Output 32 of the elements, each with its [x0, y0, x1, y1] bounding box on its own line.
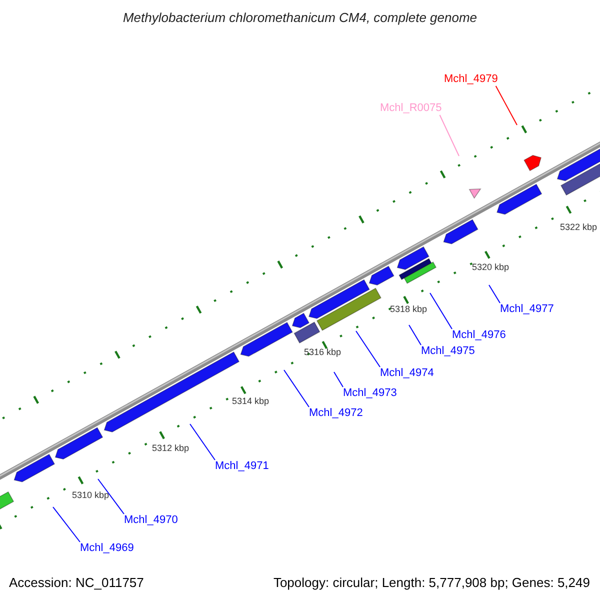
leader-line: [284, 370, 310, 408]
leader-line: [190, 424, 216, 460]
scale-label: 5310 kbp: [72, 489, 110, 502]
gene-label: Mchl_4973: [343, 387, 397, 399]
gene-label: Mchl_4977: [500, 303, 554, 315]
leader-line: [52, 506, 80, 542]
leader-line: [439, 114, 460, 156]
gene-label: Mchl_4970: [124, 514, 178, 526]
scale-label: 5322 kbp: [560, 221, 598, 234]
scale-label: 5318 kbp: [390, 303, 428, 316]
scale-label: 5316 kbp: [304, 346, 342, 359]
gene-label: Mchl_4975: [421, 345, 475, 357]
gene-label: Mchl_4976: [452, 329, 506, 341]
leader-line: [430, 292, 452, 330]
scale-label: 5312 kbp: [152, 442, 190, 455]
gene-label: Mchl_4974: [380, 367, 434, 379]
gene-label: Mchl_4979: [444, 73, 498, 85]
gene-label: Mchl_4972: [309, 407, 363, 419]
leader-line: [488, 284, 500, 304]
diagram-title: Methylobacterium chloromethanicum CM4, complete genome: [122, 9, 478, 27]
scale-label: 5314 kbp: [232, 395, 270, 408]
leader-line: [356, 330, 380, 368]
leader-line: [334, 372, 344, 388]
accession-text: Accession: NC_011757: [9, 574, 144, 592]
gene-label: Mchl_4971: [215, 460, 269, 472]
gene-label: Mchl_4969: [80, 542, 134, 554]
leader-line: [408, 324, 422, 346]
scale-label: 5320 kbp: [472, 261, 510, 274]
gene-label: Mchl_R0075: [380, 102, 442, 114]
leader-line: [495, 86, 518, 126]
genome-summary-text: Topology: circular; Length: 5,777,908 bp; Genes: 5,249: [273, 574, 590, 592]
leader-line: [98, 478, 124, 514]
